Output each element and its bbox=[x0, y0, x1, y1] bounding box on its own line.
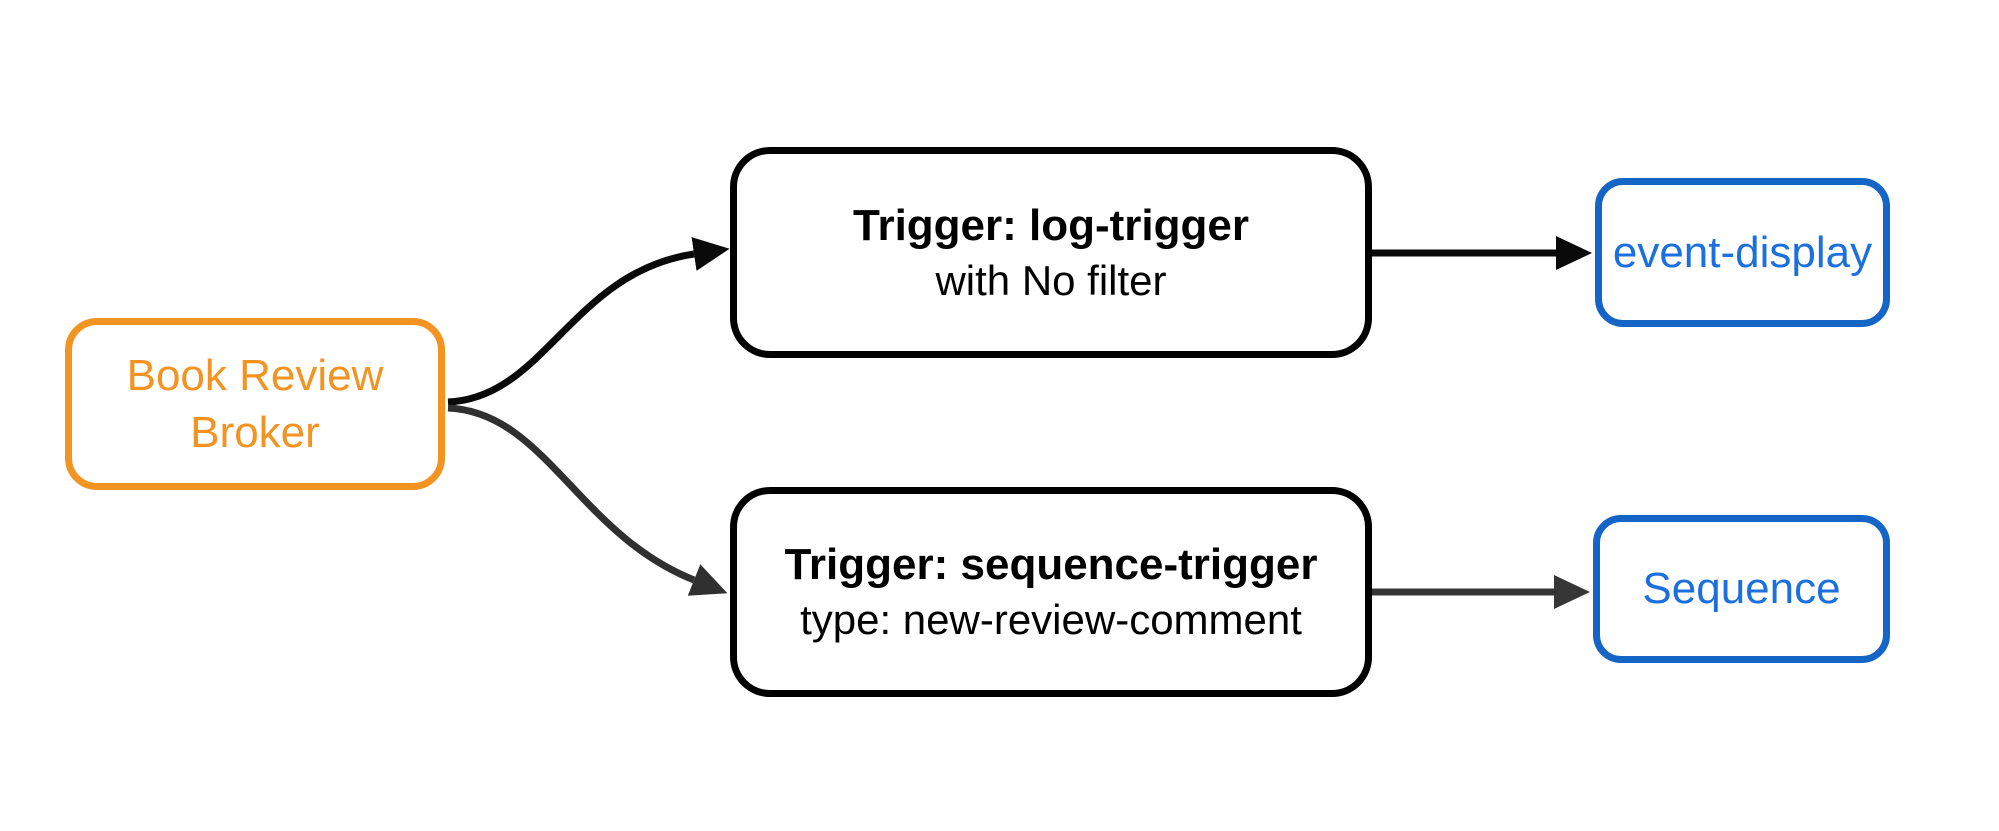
broker-label-line2: Broker bbox=[190, 408, 320, 457]
node-sequence: Sequence bbox=[1593, 515, 1890, 663]
node-book-review-broker: Book Review Broker bbox=[65, 318, 445, 490]
edge-broker-to-sequence-trigger bbox=[447, 404, 728, 596]
node-event-display: event-display bbox=[1595, 178, 1890, 327]
log-trigger-subtitle: with No filter bbox=[935, 256, 1167, 304]
log-trigger-title: Trigger: log-trigger bbox=[853, 200, 1249, 250]
event-display-label: event-display bbox=[1612, 227, 1873, 277]
node-sequence-trigger: Trigger: sequence-trigger type: new-revi… bbox=[730, 487, 1372, 697]
sequence-trigger-subtitle: type: new-review-comment bbox=[800, 596, 1302, 644]
edge-broker-to-log-trigger bbox=[447, 237, 730, 406]
broker-label-line1: Book Review bbox=[126, 350, 384, 400]
sequence-label: Sequence bbox=[1642, 564, 1841, 613]
sequence-trigger-title: Trigger: sequence-trigger bbox=[784, 540, 1318, 590]
node-log-trigger: Trigger: log-trigger with No filter bbox=[730, 147, 1372, 358]
